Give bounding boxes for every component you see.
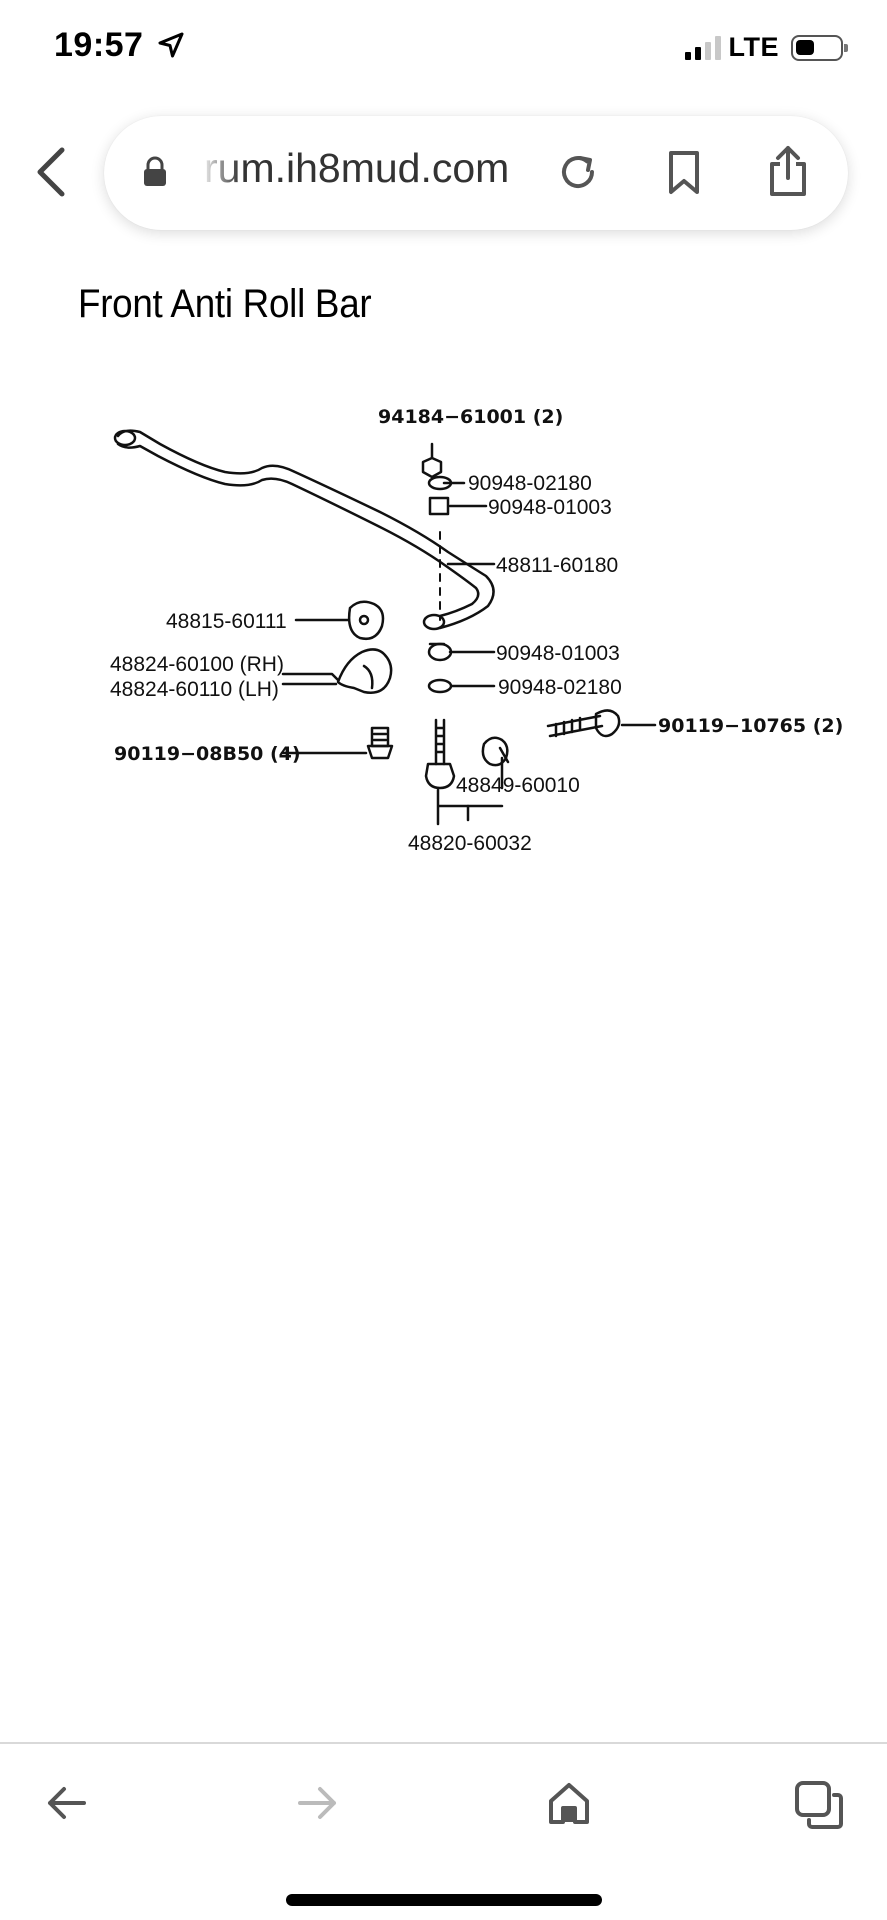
part-label-11: 90119−08B50 (4) [114, 743, 301, 765]
part-label-9: 90948-02180 [498, 676, 622, 699]
back-chevron-icon[interactable] [34, 146, 68, 198]
signal-bars-icon [684, 35, 721, 60]
part-label-13: 48820-60032 [408, 832, 532, 855]
address-bar[interactable]: rum.ih8mud.com [104, 116, 848, 230]
part-label-3: 90948-01003 [488, 496, 612, 519]
part-label-12: 48849-60010 [456, 774, 580, 797]
share-icon[interactable] [766, 144, 810, 203]
part-label-6: 90948-01003 [496, 642, 620, 665]
anti-roll-bar [116, 429, 495, 630]
location-arrow-icon [158, 32, 184, 63]
parts-diagram: 94184−61001 (2) 90948-02180 90948-01003 … [110, 406, 843, 855]
washer-lower [427, 678, 453, 694]
status-indicators: LTE [684, 32, 848, 63]
link-rod [434, 718, 446, 766]
cushion-lower [427, 642, 453, 662]
bolt-long [546, 714, 604, 738]
part-label-5: 48815-60111 [166, 610, 287, 633]
part-label-2: 90948-02180 [468, 472, 592, 495]
bolt-small [370, 726, 390, 748]
bushing [347, 600, 385, 640]
lock-icon [142, 156, 168, 193]
battery-icon [791, 34, 848, 61]
bookmark-icon[interactable] [666, 150, 702, 201]
url-text[interactable]: rum.ih8mud.com [204, 145, 510, 191]
link-collar [481, 736, 509, 767]
back-arrow-icon[interactable] [44, 1780, 90, 1831]
cushion-top [428, 496, 450, 516]
part-label-8: 48824-60110 (LH) [110, 678, 279, 701]
tabs-icon[interactable] [794, 1780, 844, 1835]
part-label-7: 48824-60100 (RH) [110, 653, 284, 676]
status-time: 19:57 [54, 26, 144, 64]
part-label-4: 48811-60180 [496, 554, 618, 577]
reload-icon[interactable] [556, 150, 600, 199]
bracket [336, 648, 393, 694]
forward-arrow-icon[interactable] [294, 1780, 340, 1831]
part-label-1: 94184−61001 (2) [378, 406, 563, 428]
url-fade [200, 140, 240, 204]
page-title: Front Anti Roll Bar [78, 282, 372, 326]
home-icon[interactable] [546, 1780, 592, 1831]
part-label-10: 90119−10765 (2) [658, 715, 843, 737]
status-bar: 19:57 LTE [0, 0, 887, 96]
network-type: LTE [728, 32, 779, 62]
bottom-toolbar [0, 1742, 887, 1920]
home-indicator[interactable] [286, 1894, 602, 1906]
